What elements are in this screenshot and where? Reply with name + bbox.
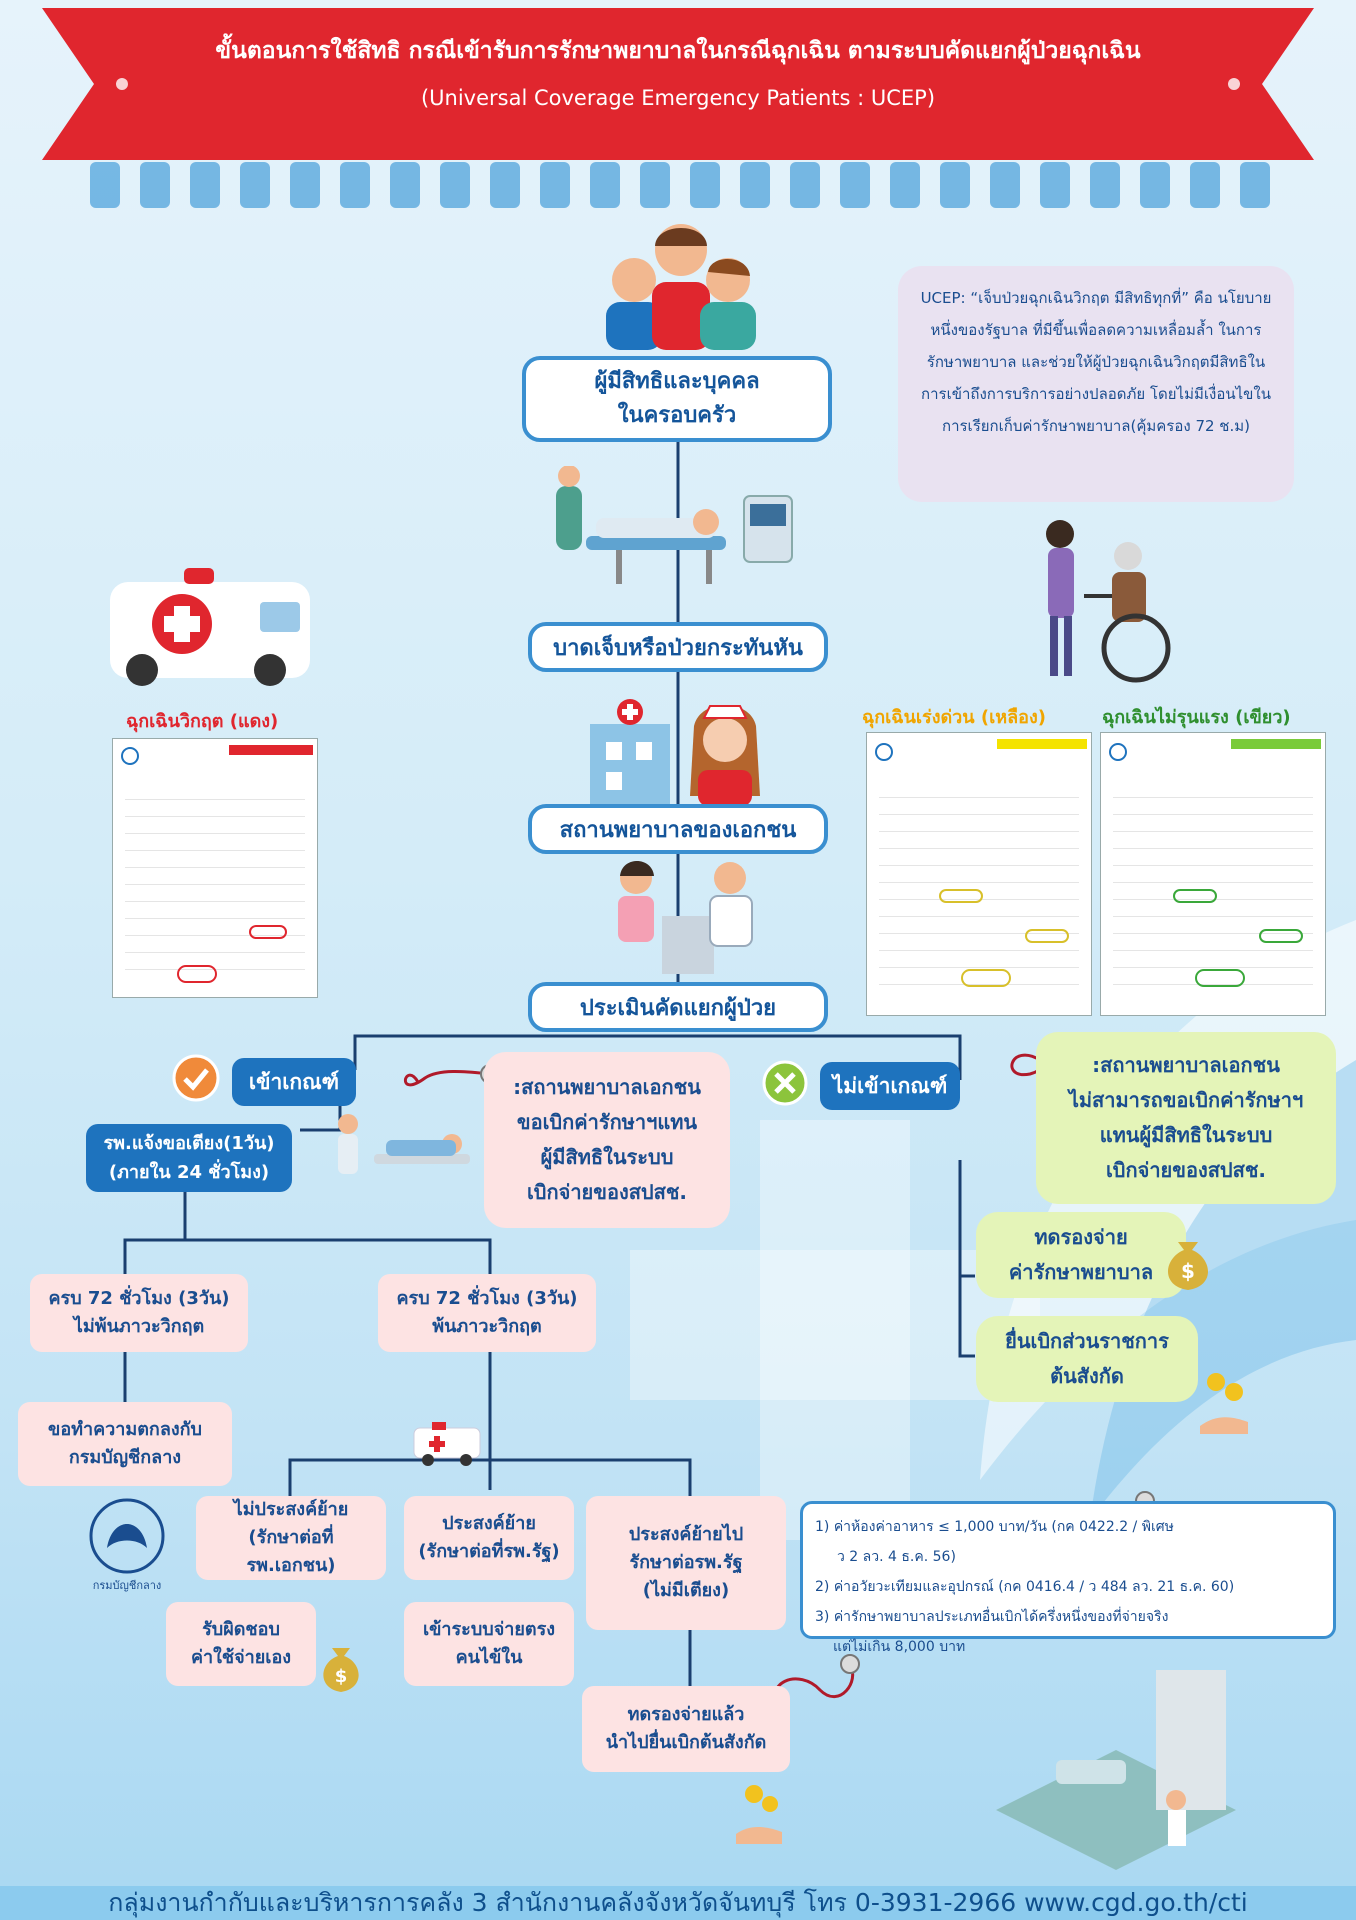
nurse-icon: [690, 705, 760, 806]
coin-hand-icon: [1200, 1373, 1248, 1434]
form-header-bar: [997, 739, 1087, 749]
cgd-logo: [89, 1498, 165, 1574]
form-highlight: [249, 925, 287, 939]
form-label-yellow: ฉุกเฉินเร่งด่วน (เหลือง): [862, 707, 1046, 728]
form-label-green: ฉุกเฉินไม่รุนแรง (เขียว): [1102, 707, 1291, 728]
form-highlight-3: [1195, 969, 1245, 987]
money-bag-icon: $: [1168, 1242, 1208, 1290]
small-ambulance-icon: [413, 1422, 481, 1466]
form-highlight: [939, 889, 983, 903]
form-header-bar: [229, 745, 313, 755]
self-pay: รับผิดชอบ ค่าใช้จ่ายเอง: [166, 1602, 316, 1686]
not-out-of-crisis: ครบ 72 ชั่วโมง (3วัน) ไม่พ้นภาวะวิกฤต: [30, 1274, 248, 1352]
cost-note-1: 1) ค่าห้องค่าอาหาร ≤ 1,000 บาท/วัน (กค 0…: [815, 1519, 1174, 1535]
form-header-bar: [1231, 739, 1321, 749]
direct-billing: เข้าระบบจ่ายตรง คนไข้ใน: [404, 1602, 574, 1686]
cross-icon: [762, 1060, 808, 1106]
cgd-logo-caption: กรมบัญชีกลาง: [92, 1579, 162, 1592]
cost-note-1b: ว 2 ลว. 4 ธ.ค. 56): [837, 1549, 956, 1565]
svg-text:$: $: [1181, 1259, 1195, 1283]
stay-private: ไม่ประสงค์ย้าย (รักษาต่อที่รพ.เอกชน): [196, 1496, 386, 1580]
meet-note: :สถานพยาบาลเอกชน ขอเบิกค่ารักษาฯแทน ผู้ม…: [484, 1052, 730, 1228]
triage-form-red: [112, 738, 318, 998]
form-seal: [875, 743, 893, 761]
page-subtitle: (Universal Coverage Emergency Patients :…: [420, 86, 936, 110]
move-no-bed: ประสงค์ย้ายไป รักษาต่อรพ.รัฐ (ไม่มีเตียง…: [586, 1496, 786, 1630]
meet-criteria: เข้าเกณฑ์: [232, 1058, 356, 1106]
move-public: ประสงค์ย้าย (รักษาต่อที่รพ.รัฐ): [404, 1496, 574, 1580]
form-highlight-3: [961, 969, 1011, 987]
submit-claim: ยื่นเบิกส่วนราชการ ต้นสังกัด: [976, 1316, 1198, 1402]
triage-form-green: [1100, 732, 1326, 1016]
hospital-bed-scene: [556, 466, 793, 584]
wheelchair-icon: [1046, 520, 1171, 683]
form-highlight: [1173, 889, 1217, 903]
ambulance-icon: [110, 568, 310, 686]
cgd-agreement: ขอทำความตกลงกับ กรมบัญชีกลาง: [18, 1402, 232, 1486]
form-seal: [121, 747, 139, 765]
bed-request: รพ.แจ้งขอเตียง(1วัน) (ภายใน 24 ชั่วโมง): [86, 1124, 292, 1192]
not-meet-criteria: ไม่เข้าเกณฑ์: [820, 1062, 960, 1110]
consultation-scene: [618, 861, 753, 974]
form-lines: [125, 783, 305, 983]
cost-note-3b: แต่ไม่เกิน 8,000 บาท: [833, 1639, 966, 1655]
triage-form-yellow: [866, 732, 1092, 1016]
cost-notes: 1) ค่าห้องค่าอาหาร ≤ 1,000 บาท/วัน (กค 0…: [800, 1501, 1336, 1655]
advance-and-claim: ทดรองจ่ายแล้ว นำไปยื่นเบิกต้นสังกัด: [582, 1686, 790, 1772]
money-bag-icon-2: $: [323, 1648, 359, 1692]
out-of-crisis: ครบ 72 ชั่วโมง (3วัน) พ้นภาวะวิกฤต: [378, 1274, 596, 1352]
header-banner: [42, 8, 1314, 160]
step-triage: ประเมินคัดแยกผู้ป่วย: [528, 982, 828, 1032]
ward-scene: [996, 1670, 1236, 1870]
form-seal: [1109, 743, 1127, 761]
patient-bed-scene: [338, 1114, 470, 1174]
svg-text:$: $: [335, 1666, 348, 1687]
ucep-info-note: UCEP: “เจ็บป่วยฉุกเฉินวิกฤต มีสิทธิทุกที…: [898, 266, 1294, 502]
step-sudden-illness: บาดเจ็บหรือป่วยกระทันหัน: [528, 622, 828, 672]
form-highlight-2: [1025, 929, 1069, 943]
step-beneficiary: ผู้มีสิทธิและบุคคล ในครอบครัว: [522, 356, 832, 442]
form-label-red: ฉุกเฉินวิกฤต (แดง): [126, 711, 279, 732]
coin-hand-icon-2: [736, 1785, 782, 1844]
cost-note-3: 3) ค่ารักษาพยาบาลประเภทอื่นเบิกได้ครึ่งห…: [815, 1609, 1169, 1625]
cost-note-2: 2) ค่าอวัยวะเทียมและอุปกรณ์ (กค 0416.4 /…: [815, 1579, 1235, 1595]
step-private-hospital: สถานพยาบาลของเอกชน: [528, 804, 828, 854]
form-highlight-2: [177, 965, 217, 983]
advance-payment: ทดรองจ่าย ค่ารักษาพยาบาล: [976, 1212, 1186, 1298]
footer: กลุ่มงานกำกับและบริหารการคลัง 3 สำนักงาน…: [0, 1886, 1356, 1920]
form-highlight-2: [1259, 929, 1303, 943]
page-title: ขั้นตอนการใช้สิทธิ กรณีเข้ารับการรักษาพย…: [215, 38, 1141, 64]
hospital-icon: [590, 699, 670, 804]
check-icon: [172, 1054, 220, 1102]
not-meet-note: :สถานพยาบาลเอกชน ไม่สามารถขอเบิกค่ารักษา…: [1036, 1032, 1336, 1204]
iv-bag-decoration: [90, 162, 1270, 208]
family-icon: [606, 224, 756, 350]
